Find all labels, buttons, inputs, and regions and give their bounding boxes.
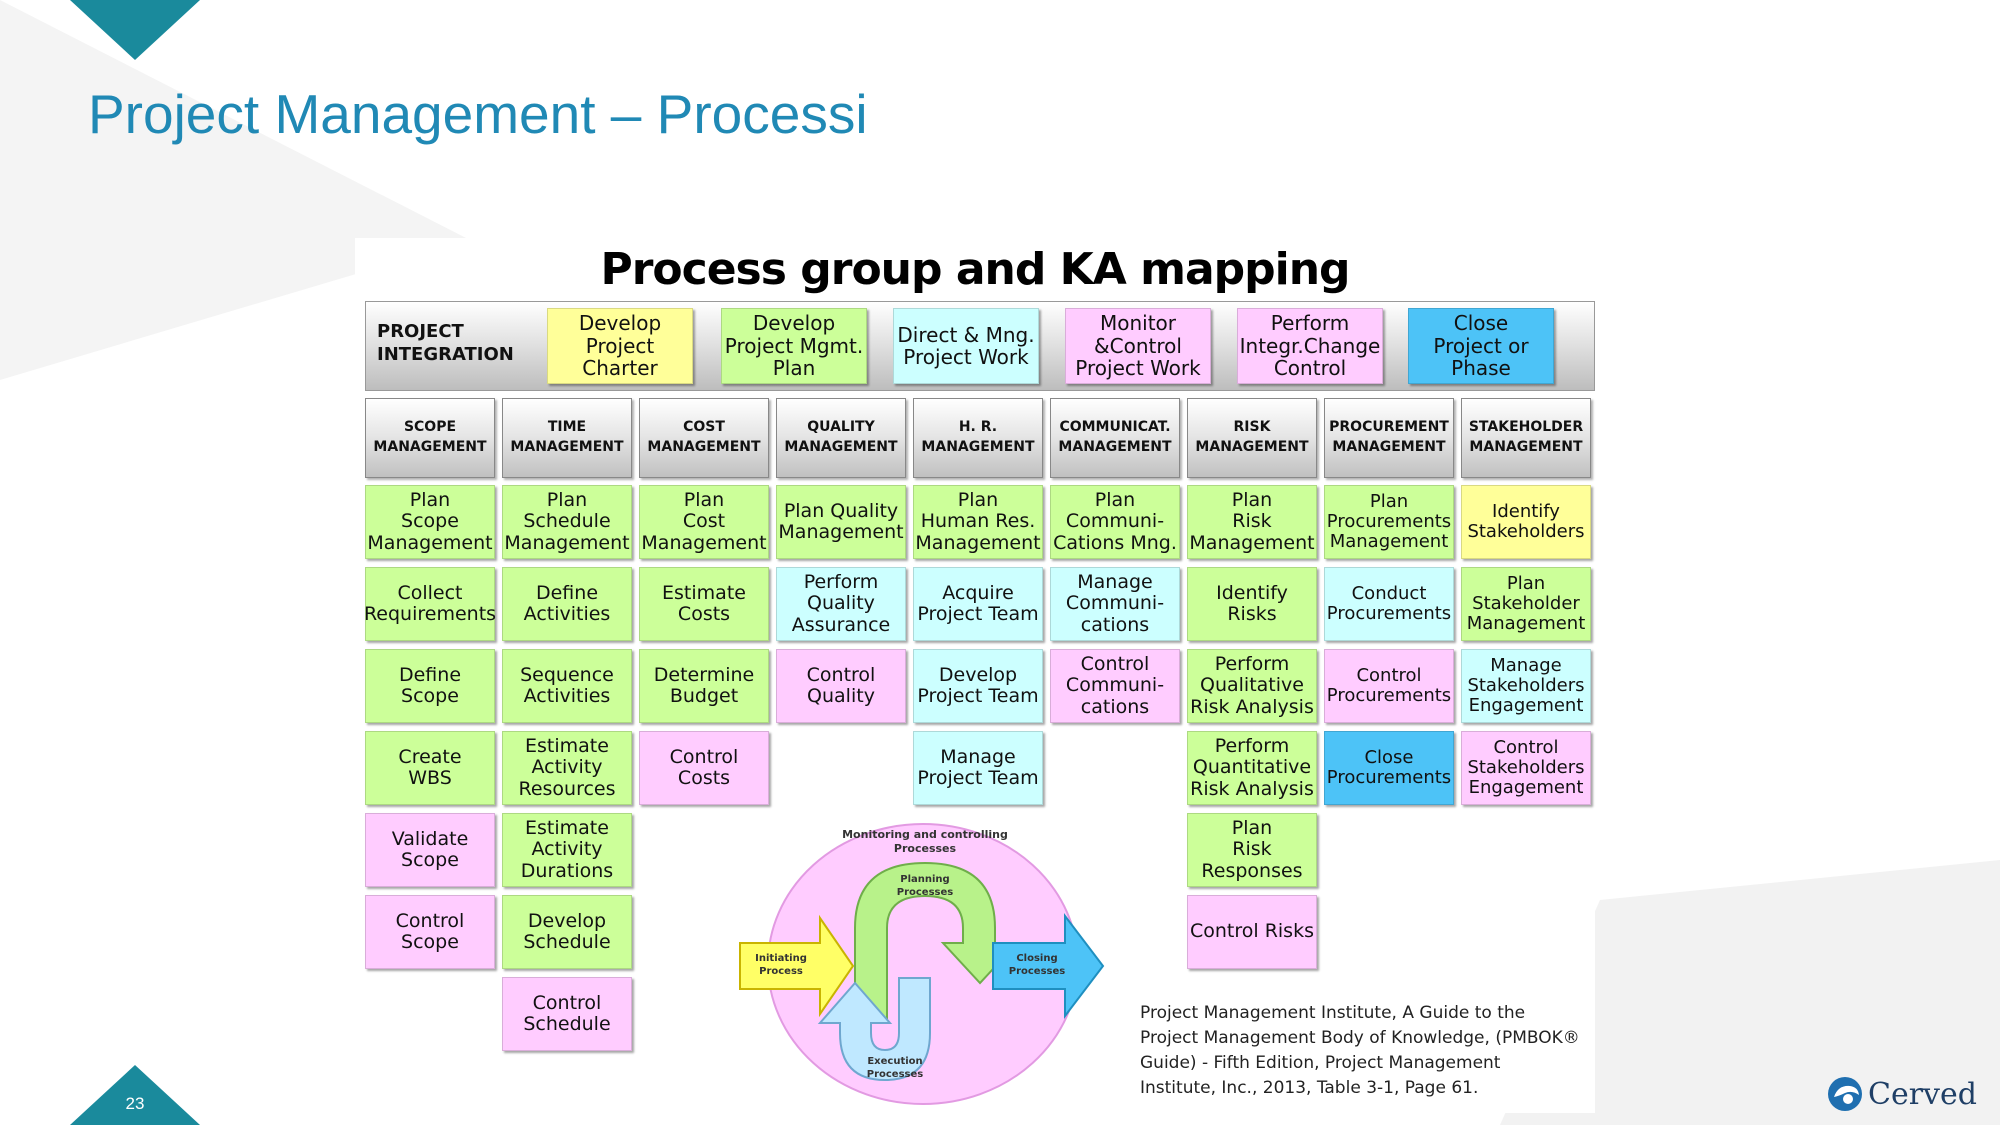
- process-cell: Control Quality: [776, 649, 906, 723]
- process-cell: Plan Human Res. Management: [913, 485, 1043, 559]
- process-cell: Sequence Activities: [502, 649, 632, 723]
- ka-header-procurement: PROCUREMENT MANAGEMENT: [1324, 398, 1454, 478]
- figure-title: Process group and KA mapping: [600, 244, 1350, 295]
- process-cell: Conduct Procurements: [1324, 567, 1454, 641]
- process-cell: Close Procurements: [1324, 731, 1454, 805]
- process-cell: Control Communi- cations: [1050, 649, 1180, 723]
- process-cell: Create WBS: [365, 731, 495, 805]
- execution-label: Execution Processes: [866, 1056, 924, 1080]
- process-cell: Identify Stakeholders: [1461, 485, 1591, 559]
- process-group-figure: Process group and KA mapping PROJECT INT…: [355, 238, 1595, 1113]
- cerved-logo: Cerved: [1826, 1075, 1977, 1113]
- top-accent-triangle: [70, 0, 200, 60]
- process-cell: Determine Budget: [639, 649, 769, 723]
- process-cell: Perform Quality Assurance: [776, 567, 906, 641]
- process-cell: Plan Risk Management: [1187, 485, 1317, 559]
- process-cell: Control Scope: [365, 895, 495, 969]
- bottom-accent-triangle: [70, 1065, 200, 1125]
- process-cell: Validate Scope: [365, 813, 495, 887]
- ka-header-risk: RISK MANAGEMENT: [1187, 398, 1317, 478]
- ka-header-quality: QUALITY MANAGEMENT: [776, 398, 906, 478]
- closing-arrow: [992, 913, 1105, 1019]
- process-cell: Develop Project Team: [913, 649, 1043, 723]
- process-cell: Control Stakeholders Engagement: [1461, 731, 1591, 805]
- process-cell: Plan Quality Management: [776, 485, 906, 559]
- process-cell: Estimate Activity Durations: [502, 813, 632, 887]
- planning-label: Planning Processes: [896, 874, 954, 898]
- process-cell: Control Schedule: [502, 977, 632, 1051]
- process-cell: Collect Requirements: [364, 567, 496, 641]
- slide-title: Project Management – Processi: [88, 83, 868, 145]
- process-cell: Control Costs: [639, 731, 769, 805]
- integration-item: Direct & Mng. Project Work: [893, 308, 1039, 384]
- ka-header-communication: COMMUNICAT. MANAGEMENT: [1050, 398, 1180, 478]
- integration-item: Perform Integr.Change Control: [1237, 308, 1383, 384]
- page-number: 23: [125, 1094, 145, 1113]
- integration-item: Monitor &Control Project Work: [1065, 308, 1211, 384]
- process-cell: Plan Stakeholder Management: [1461, 567, 1591, 641]
- process-cycle-diagram: [739, 823, 1105, 1105]
- planning-arrow: [854, 861, 1020, 1019]
- ka-header-stakeholder: STAKEHOLDER MANAGEMENT: [1461, 398, 1591, 478]
- process-cell: Identify Risks: [1187, 567, 1317, 641]
- process-cell: Plan Risk Responses: [1187, 813, 1317, 887]
- process-cell: Estimate Activity Resources: [502, 731, 632, 805]
- process-cell: Manage Stakeholders Engagement: [1461, 649, 1591, 723]
- integration-item: Develop Project Mgmt. Plan: [721, 308, 867, 384]
- process-cell: Manage Communi- cations: [1050, 567, 1180, 641]
- initiating-arrow: [739, 914, 855, 1018]
- citation-text: Project Management Institute, A Guide to…: [1140, 1003, 1580, 1099]
- integration-label: PROJECT INTEGRATION: [377, 321, 514, 366]
- initiating-label: Initiating Process: [755, 953, 807, 977]
- process-cell: Define Activities: [502, 567, 632, 641]
- process-cell: Control Risks: [1187, 895, 1317, 969]
- cerved-logo-icon: [1828, 1077, 1862, 1111]
- process-cell: Plan Cost Management: [639, 485, 769, 559]
- process-cell: Control Procurements: [1324, 649, 1454, 723]
- ka-header-scope: SCOPE MANAGEMENT: [365, 398, 495, 478]
- ka-header-time: TIME MANAGEMENT: [502, 398, 632, 478]
- monitoring-label: Monitoring and controlling Processes: [842, 828, 1008, 856]
- closing-label: Closing Processes: [1008, 953, 1066, 977]
- process-cell: Plan Procurements Management: [1324, 485, 1454, 559]
- process-cell: Plan Schedule Management: [502, 485, 632, 559]
- process-cell: Plan Scope Management: [365, 485, 495, 559]
- process-cell: Define Scope: [365, 649, 495, 723]
- ka-header-hr: H. R. MANAGEMENT: [913, 398, 1043, 478]
- integration-item: Close Project or Phase: [1408, 308, 1554, 384]
- process-cell: Plan Communi- Cations Mng.: [1050, 485, 1180, 559]
- process-cell: Perform Quantitative Risk Analysis: [1187, 731, 1317, 805]
- ka-header-cost: COST MANAGEMENT: [639, 398, 769, 478]
- process-cell: Estimate Costs: [639, 567, 769, 641]
- integration-item: Develop Project Charter: [547, 308, 693, 384]
- brand-name: Cerved: [1868, 1076, 1977, 1112]
- process-cell: Perform Qualitative Risk Analysis: [1187, 649, 1317, 723]
- execution-arrow: [817, 977, 931, 1082]
- process-cell: Acquire Project Team: [913, 567, 1043, 641]
- process-cell: Manage Project Team: [913, 731, 1043, 805]
- process-cell: Develop Schedule: [502, 895, 632, 969]
